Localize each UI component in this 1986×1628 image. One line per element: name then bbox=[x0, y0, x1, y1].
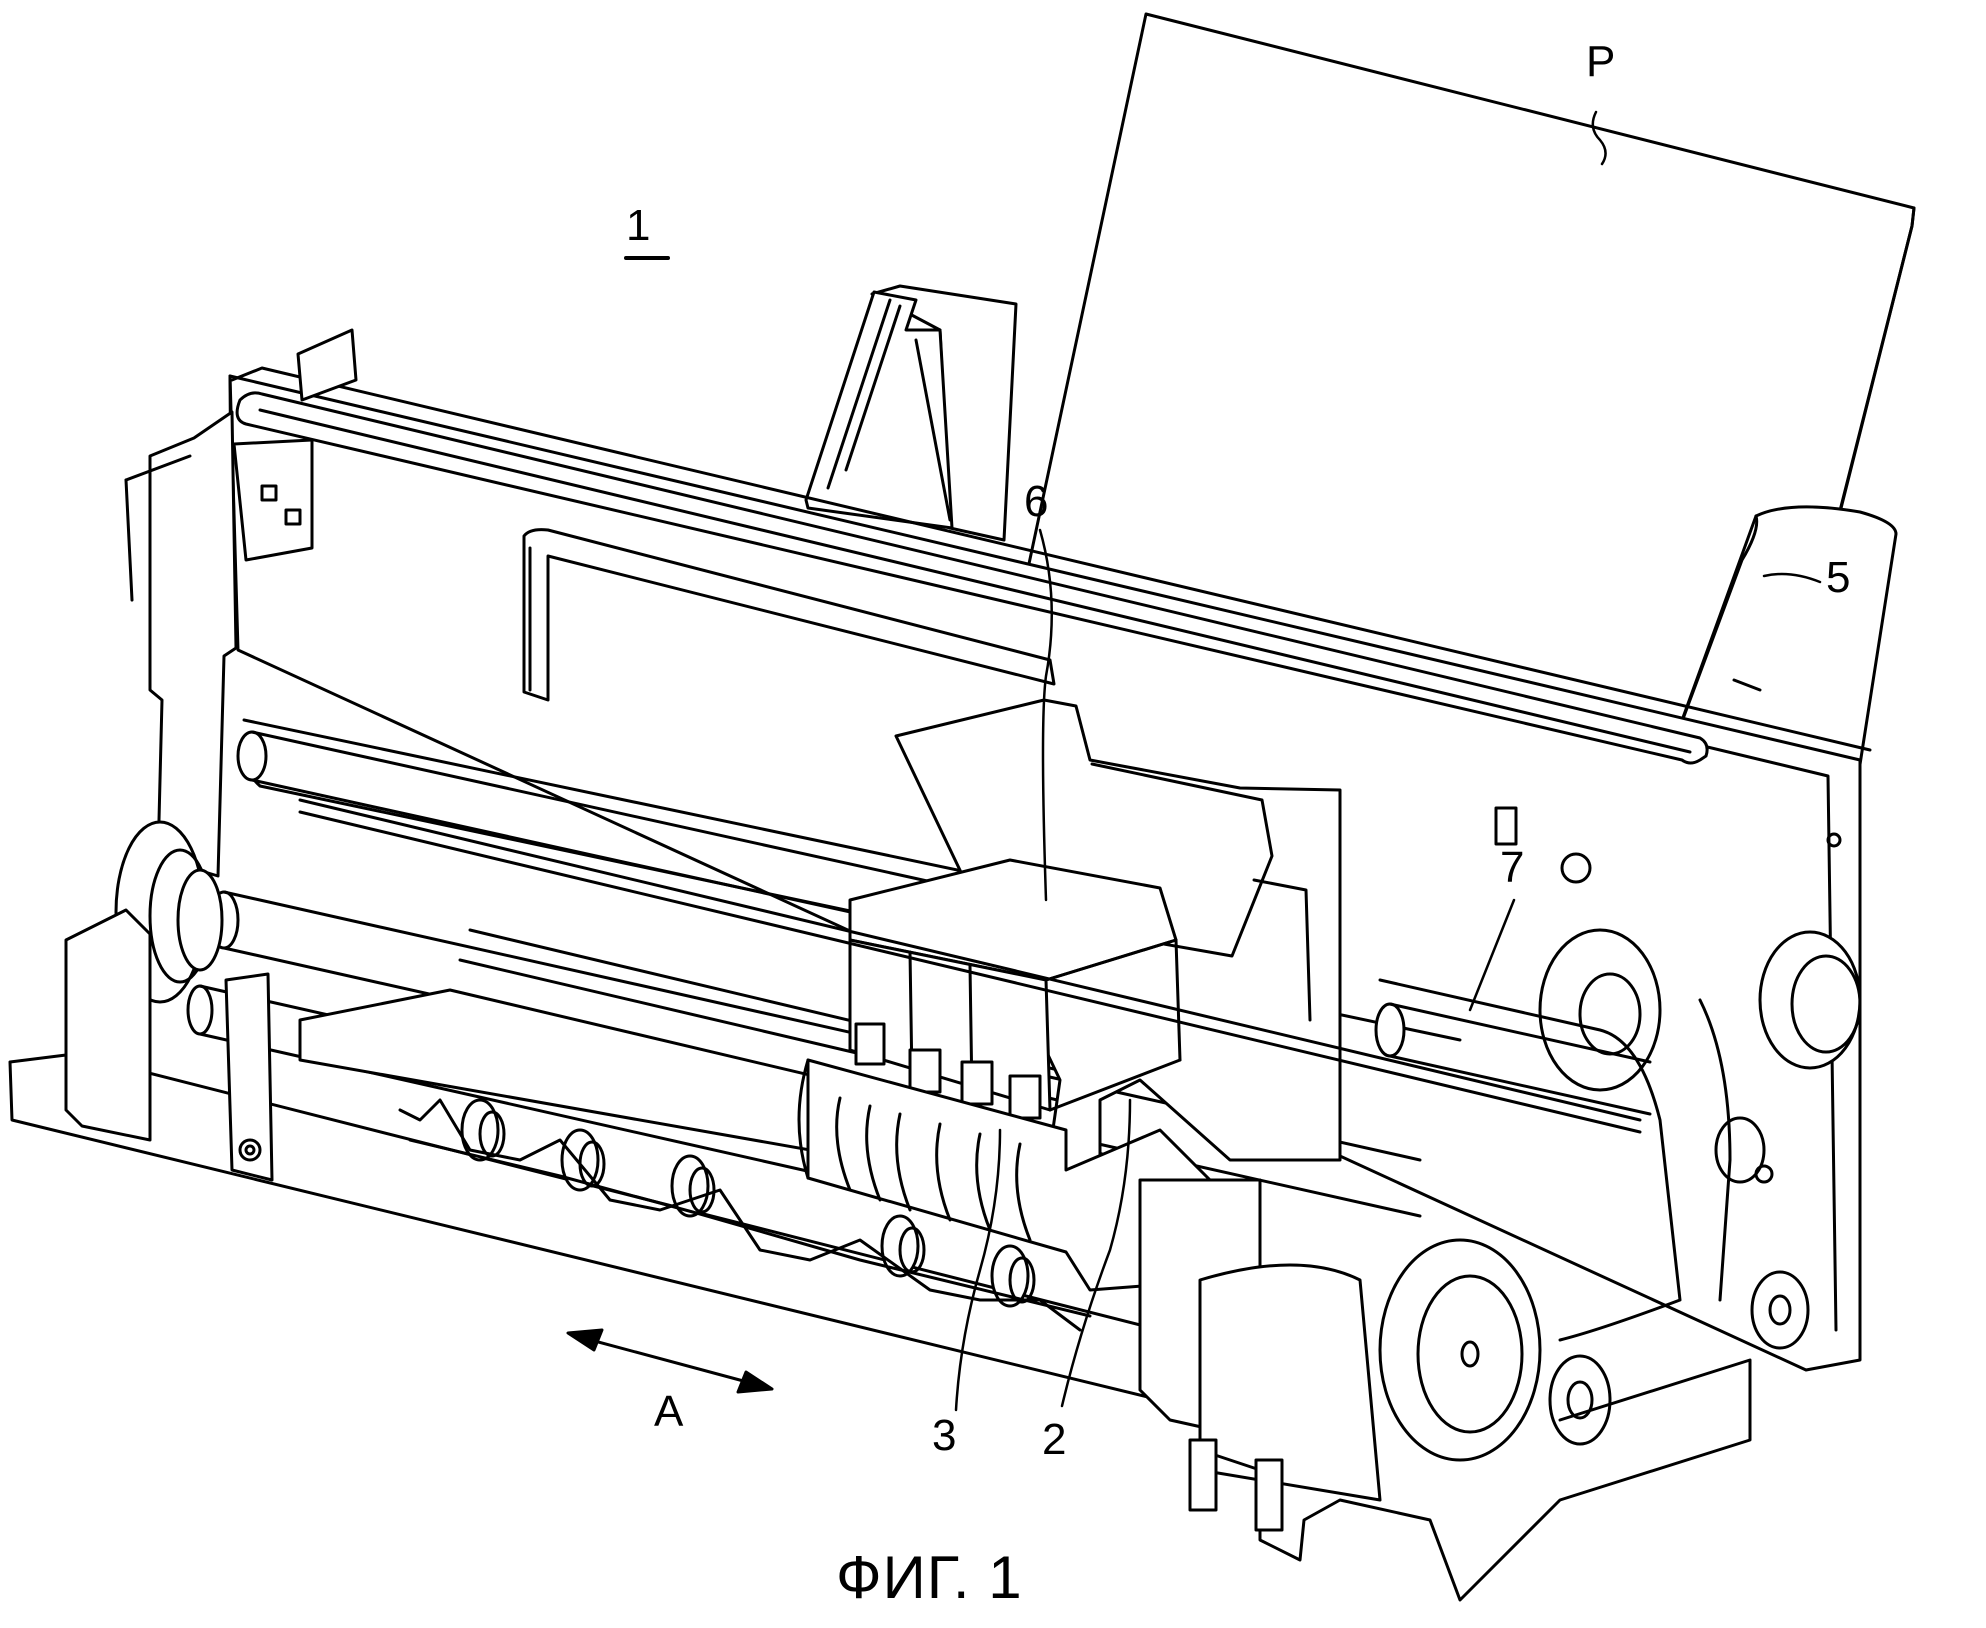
head-label: 3 bbox=[932, 1411, 957, 1460]
feed-rollers bbox=[398, 1098, 1092, 1332]
right-side-internals bbox=[1374, 806, 1862, 1350]
print-head bbox=[797, 1058, 1222, 1292]
drive-assembly bbox=[1138, 1178, 1752, 1602]
figure-caption: ФИГ. 1 bbox=[836, 1544, 1023, 1611]
left-front-bracket bbox=[64, 908, 274, 1182]
top-rail bbox=[235, 391, 1709, 765]
ribbon-cable bbox=[522, 528, 1056, 702]
direction-arrow bbox=[566, 1328, 774, 1394]
carriage-belt bbox=[298, 798, 1642, 1134]
left-side-plate bbox=[124, 328, 358, 878]
device-label: 1 bbox=[626, 201, 651, 250]
tray-label: 5 bbox=[1826, 553, 1851, 602]
leader-lines bbox=[954, 110, 1822, 1412]
direction-label: A bbox=[654, 1387, 684, 1436]
paper-tray bbox=[1662, 505, 1898, 796]
paper-label: P bbox=[1586, 37, 1616, 86]
cartridge-label: 6 bbox=[1024, 477, 1049, 526]
carriage-label: 2 bbox=[1042, 1415, 1067, 1464]
paper-guide bbox=[804, 284, 1018, 542]
shaft-label: 7 bbox=[1500, 843, 1525, 892]
